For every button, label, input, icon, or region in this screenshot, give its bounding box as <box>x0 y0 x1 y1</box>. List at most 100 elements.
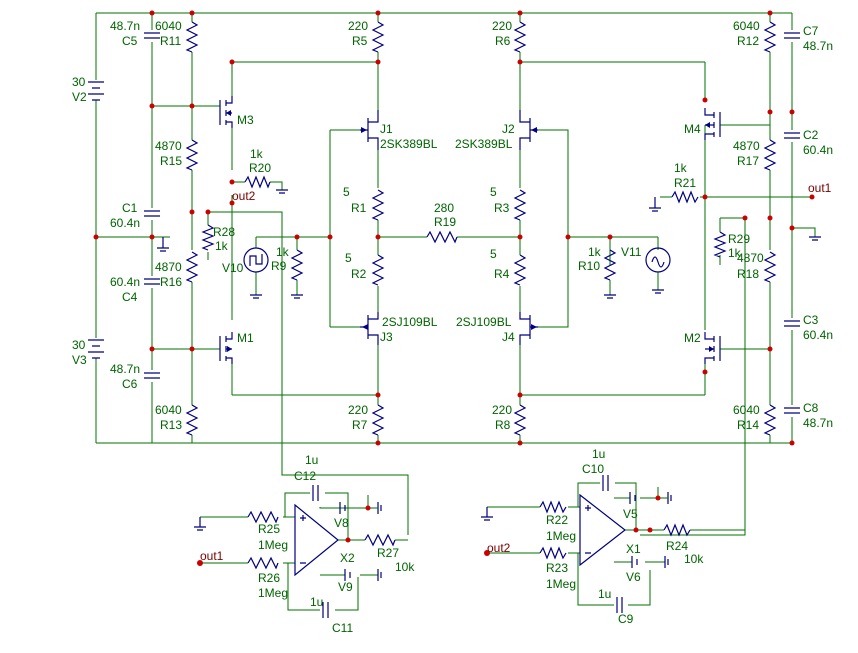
label-R3-ref: R3 <box>494 201 510 215</box>
label-R7-value: 220 <box>348 403 368 417</box>
source-V3[interactable] <box>88 339 104 359</box>
mosfet-M1[interactable] <box>219 332 233 364</box>
capacitor-C2[interactable] <box>784 132 800 139</box>
label-R6-ref: R6 <box>495 34 511 48</box>
jfet-J1[interactable] <box>360 110 379 150</box>
label-R19-ref: R19 <box>434 215 456 229</box>
labels: 30 V2 30 V3 V10 V11 V8 V9 V5 V6 48.7n C5… <box>72 19 833 635</box>
label-X1-ref: X1 <box>626 542 641 556</box>
label-V5-ref: V5 <box>623 507 638 521</box>
ground-symbol <box>377 502 382 514</box>
source-V8[interactable] <box>339 502 346 514</box>
source-V11[interactable] <box>645 247 671 273</box>
capacitor-C12[interactable] <box>312 485 319 501</box>
label-C2-ref: C2 <box>803 128 819 142</box>
capacitor-C7[interactable] <box>784 32 800 39</box>
label-R17-ref: R17 <box>737 154 759 168</box>
label-R5-value: 220 <box>348 19 368 33</box>
capacitor-C3[interactable] <box>784 320 800 327</box>
label-R3-value: 5 <box>490 185 497 199</box>
resistor-R17[interactable] <box>763 139 777 171</box>
resistor-R5[interactable] <box>371 21 385 53</box>
resistor-R22[interactable] <box>539 500 567 514</box>
resistor-R12[interactable] <box>763 21 777 53</box>
opamp-X2[interactable] <box>294 503 339 577</box>
label-R27-ref: R27 <box>377 546 399 560</box>
source-V9[interactable] <box>344 569 351 581</box>
label-C6-value: 48.7n <box>110 362 140 376</box>
resistor-R7[interactable] <box>371 404 385 436</box>
ground-symbol <box>377 569 382 581</box>
label-M4-ref: M4 <box>684 122 701 136</box>
resistor-R10[interactable] <box>603 249 617 281</box>
label-C12-value: 1u <box>305 453 318 467</box>
source-V10[interactable] <box>243 247 269 273</box>
resistor-R1[interactable] <box>371 189 385 221</box>
label-C8-value: 48.7n <box>803 416 833 430</box>
label-C3-value: 60.4n <box>803 328 833 342</box>
jfet-J3[interactable] <box>360 312 379 345</box>
mosfet-M2[interactable] <box>704 332 721 364</box>
resistor-R28[interactable] <box>201 224 215 251</box>
capacitor-C6[interactable] <box>144 372 160 379</box>
source-V6[interactable] <box>631 556 638 568</box>
resistor-R27[interactable] <box>364 533 396 547</box>
jfet-J2[interactable] <box>519 110 538 150</box>
label-J2-model: 2SK389BL <box>455 137 513 151</box>
label-R25-ref: R25 <box>258 522 280 536</box>
resistor-R26[interactable] <box>247 556 279 570</box>
resistor-R3[interactable] <box>513 189 527 221</box>
capacitor-C9[interactable] <box>616 597 623 613</box>
resistor-R29[interactable] <box>713 231 727 258</box>
capacitor-C1[interactable] <box>144 210 160 217</box>
resistor-R20[interactable] <box>244 175 271 189</box>
mosfet-M4[interactable] <box>704 108 721 140</box>
label-R9-ref: R9 <box>271 259 287 273</box>
capacitor-C4[interactable] <box>144 278 160 285</box>
label-R28-value: 1k <box>215 239 229 253</box>
label-M3-ref: M3 <box>237 113 254 127</box>
label-V6-ref: V6 <box>626 570 641 584</box>
capacitor-C10[interactable] <box>602 475 609 491</box>
resistor-R21[interactable] <box>671 190 699 204</box>
resistor-R4[interactable] <box>513 254 527 286</box>
resistor-R14[interactable] <box>763 404 777 436</box>
label-J4-model: 2SJ109BL <box>456 315 512 329</box>
label-C7-ref: C7 <box>803 24 819 38</box>
label-R15-ref: R15 <box>160 154 182 168</box>
resistor-R16[interactable] <box>185 251 199 283</box>
mosfet-M3[interactable] <box>219 96 233 128</box>
label-J3-model: 2SJ109BL <box>382 315 438 329</box>
capacitor-C8[interactable] <box>784 407 800 414</box>
resistor-R8[interactable] <box>513 404 527 436</box>
label-R29-value: 1k <box>728 246 742 260</box>
label-R17-value: 4870 <box>733 139 760 153</box>
label-R20-ref: R20 <box>249 161 271 175</box>
resistor-R18[interactable] <box>763 251 777 283</box>
capacitor-C11[interactable] <box>322 602 329 618</box>
resistor-R19[interactable] <box>426 230 458 244</box>
resistor-R25[interactable] <box>247 510 279 524</box>
label-C3-ref: C3 <box>803 313 819 327</box>
source-V5[interactable] <box>629 492 636 504</box>
resistor-R6[interactable] <box>513 21 527 53</box>
resistor-R9[interactable] <box>290 249 304 281</box>
capacitor-C5[interactable] <box>144 32 160 39</box>
resistor-R15[interactable] <box>185 139 199 171</box>
label-R18-ref: R18 <box>737 267 759 281</box>
label-C11-value: 1u <box>310 595 323 609</box>
resistor-R11[interactable] <box>185 21 199 53</box>
jfet-J4[interactable] <box>519 312 538 345</box>
label-R11-ref: R11 <box>160 34 181 48</box>
opamp-X1[interactable] <box>579 493 626 567</box>
resistor-R2[interactable] <box>371 254 385 286</box>
source-V2[interactable] <box>88 81 104 101</box>
resistor-R13[interactable] <box>185 404 199 436</box>
label-R24-ref: R24 <box>666 539 688 553</box>
label-R19-value: 280 <box>434 201 454 215</box>
resistor-R23[interactable] <box>539 546 567 560</box>
label-R5-ref: R5 <box>352 34 368 48</box>
resistor-R24[interactable] <box>663 523 691 537</box>
